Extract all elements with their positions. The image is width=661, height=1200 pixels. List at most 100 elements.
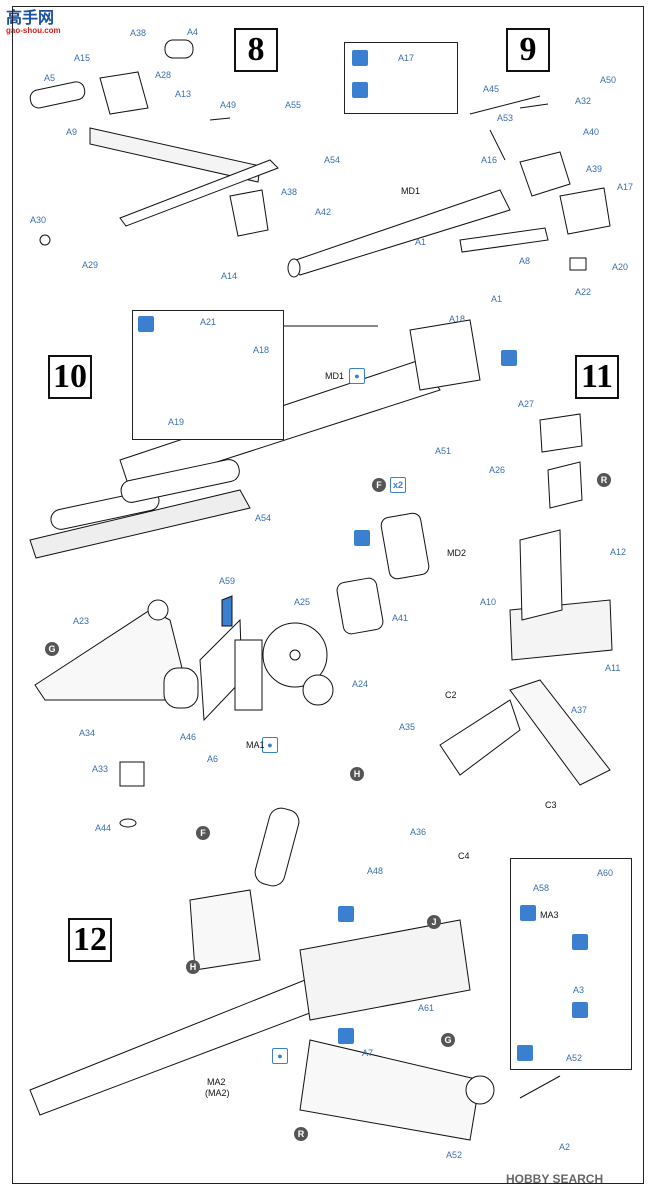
paint-icon — [352, 82, 368, 98]
marker-j: J — [427, 915, 441, 929]
part-label: A42 — [315, 207, 332, 217]
step-10: 10 — [48, 355, 92, 399]
paint-icon — [338, 906, 354, 922]
watermark-url: gao-shou.com — [6, 26, 61, 35]
marker-h: H — [350, 767, 364, 781]
part-label: A19 — [168, 417, 185, 427]
part-label: A3 — [573, 985, 585, 995]
part-label: C3 — [545, 800, 557, 810]
step-11: 11 — [575, 355, 619, 399]
watermark-title: 高手网 — [6, 8, 55, 27]
part-label: A24 — [352, 679, 369, 689]
part-label: A14 — [221, 271, 238, 281]
part-label: A58 — [533, 883, 550, 893]
marker-r: R — [294, 1127, 308, 1141]
part-label: A35 — [399, 722, 416, 732]
part-label: MD2 — [447, 548, 467, 558]
step-8: 8 — [234, 28, 278, 72]
marker-g: G — [441, 1033, 455, 1047]
step-9: 9 — [506, 28, 550, 72]
part-label: A38 — [130, 28, 147, 38]
part-label: A17 — [617, 182, 634, 192]
part-label: A55 — [285, 100, 302, 110]
part-label: A33 — [92, 764, 109, 774]
part-label: A6 — [207, 754, 219, 764]
part-label: A59 — [219, 576, 236, 586]
part-label: A8 — [519, 256, 531, 266]
paint-icon — [501, 350, 517, 366]
watermark-top: 高手网 gao-shou.com — [6, 4, 61, 35]
paint-icon — [354, 530, 370, 546]
marker-g: G — [45, 642, 59, 656]
part-label: A37 — [571, 705, 588, 715]
part-label: A50 — [600, 75, 617, 85]
marker-f: F — [372, 478, 386, 492]
part-label: A61 — [418, 1003, 435, 1013]
part-label: A54 — [324, 155, 341, 165]
page-frame — [12, 6, 644, 1184]
paint-icon: ● — [349, 368, 365, 384]
watermark-bottom: HOBBY SEARCH — [506, 1172, 603, 1186]
step-12: 12 — [68, 918, 112, 962]
paint-icon — [572, 1002, 588, 1018]
inset-step10 — [132, 310, 284, 440]
paint-icon — [520, 905, 536, 921]
part-label: A18 — [449, 314, 466, 324]
part-label: MA2 — [207, 1077, 226, 1087]
part-label: MA1 — [246, 740, 265, 750]
paint-icon: ● — [262, 737, 278, 753]
part-label: A28 — [155, 70, 172, 80]
part-label: A38 — [281, 187, 298, 197]
part-label: C2 — [445, 690, 457, 700]
part-label: A51 — [435, 446, 452, 456]
part-label: A60 — [597, 868, 614, 878]
part-label: A17 — [398, 53, 415, 63]
part-label: A45 — [483, 84, 500, 94]
part-label: A12 — [610, 547, 627, 557]
part-label: A52 — [566, 1053, 583, 1063]
paint-icon — [338, 1028, 354, 1044]
part-label: A5 — [44, 73, 56, 83]
part-label: A32 — [575, 96, 592, 106]
part-label: A29 — [82, 260, 99, 270]
part-label: MD1 — [401, 186, 421, 196]
marker-r: R — [597, 473, 611, 487]
part-label: A22 — [575, 287, 592, 297]
part-label: C4 — [458, 851, 470, 861]
part-label: A53 — [497, 113, 514, 123]
glue-icon — [138, 316, 154, 332]
part-label: A13 — [175, 89, 192, 99]
paint-icon — [572, 934, 588, 950]
part-label: A23 — [73, 616, 90, 626]
watermark-brand: HOBBY SEARCH — [506, 1172, 604, 1186]
part-label: A21 — [200, 317, 217, 327]
part-label: MA3 — [540, 910, 559, 920]
part-label: A18 — [253, 345, 270, 355]
part-label: A2 — [559, 1142, 571, 1152]
part-label: A39 — [586, 164, 603, 174]
part-label: A4 — [187, 27, 199, 37]
part-label: A41 — [392, 613, 409, 623]
part-label: A16 — [481, 155, 498, 165]
part-label: A26 — [489, 465, 506, 475]
part-label: MD1 — [325, 371, 345, 381]
part-label: A46 — [180, 732, 197, 742]
part-label: A10 — [480, 597, 497, 607]
part-label: A15 — [74, 53, 91, 63]
inset-step12 — [510, 858, 632, 1070]
glue-icon — [517, 1045, 533, 1061]
part-label: A1 — [491, 294, 503, 304]
quantity-x2-icon: x2 — [390, 477, 406, 493]
part-label: A11 — [605, 663, 621, 673]
part-label: A44 — [95, 823, 112, 833]
part-label: (MA2) — [205, 1088, 230, 1098]
part-label: A52 — [446, 1150, 463, 1160]
part-label: A7 — [362, 1048, 374, 1058]
part-label: A54 — [255, 513, 272, 523]
part-label: A34 — [79, 728, 96, 738]
part-label: A1 — [415, 237, 427, 247]
marker-f: F — [196, 826, 210, 840]
part-label: A25 — [294, 597, 311, 607]
part-label: A20 — [612, 262, 629, 272]
part-label: A49 — [220, 100, 237, 110]
